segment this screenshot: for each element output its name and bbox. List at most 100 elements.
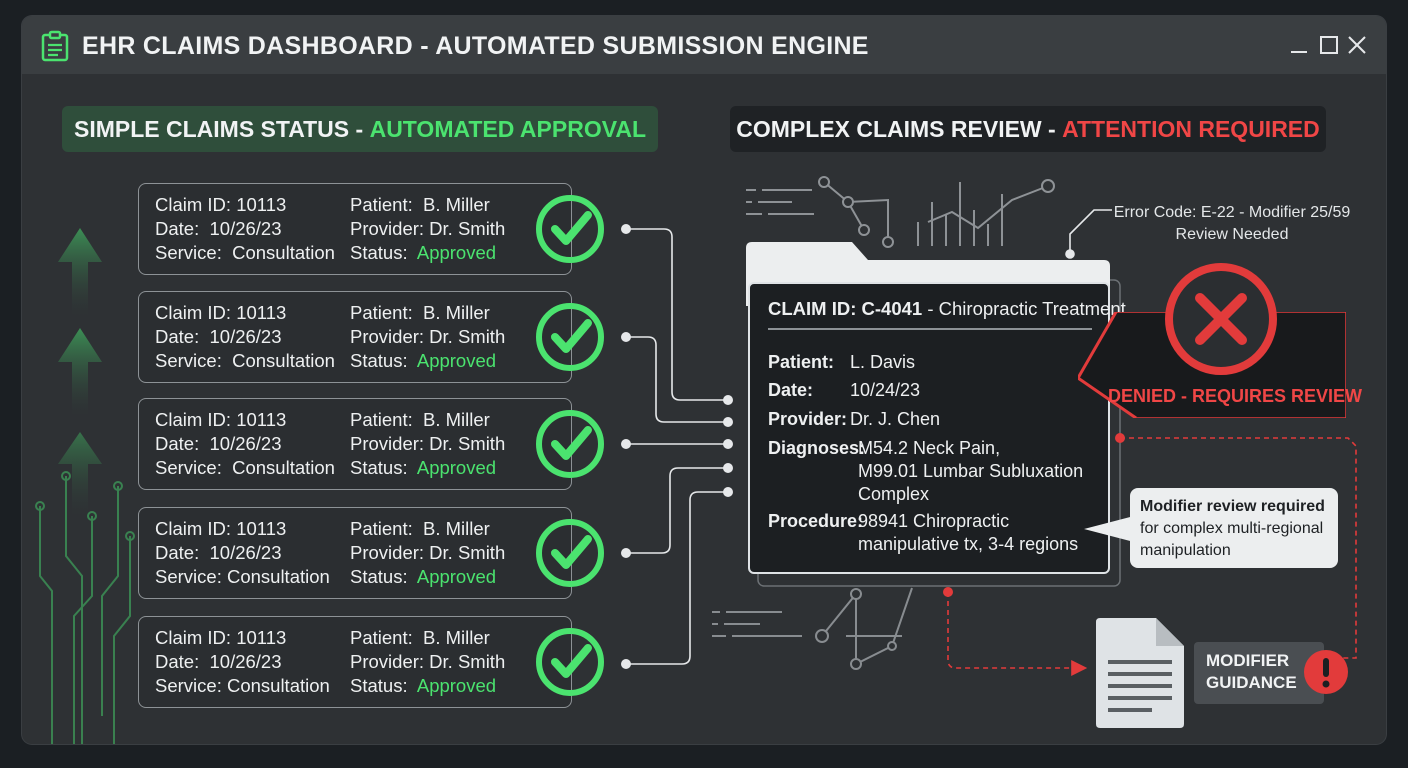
callout-bold: Modifier review required [1140, 498, 1325, 515]
claim-service: Service: Consultation [155, 242, 335, 263]
simple-claims-header: SIMPLE CLAIMS STATUS - AUTOMATED APPROVA… [62, 106, 658, 152]
check-circle-icon [536, 410, 604, 478]
claim-patient: Patient: B. Miller [350, 409, 490, 430]
diagnosis-line: Complex [858, 484, 930, 504]
claim-patient: Patient: B. Miller [350, 627, 490, 648]
provider-value: Dr. J. Chen [850, 409, 941, 429]
claim-provider: Provider: Dr. Smith [350, 218, 506, 239]
status-badge: Approved [416, 675, 497, 696]
guidance-line: MODIFIER [1206, 651, 1290, 670]
patient-label: Patient: [768, 352, 835, 372]
claim-id-heading: CLAIM ID: C-4041 - Chiropractic Treatmen… [768, 298, 1126, 320]
claim-id: CLAIM ID: C-4041 [768, 298, 923, 319]
claim-provider: Provider: Dr. Smith [350, 433, 506, 454]
diagnoses-label: Diagnoses: [768, 438, 866, 458]
clipboard-icon [41, 30, 69, 62]
claim-id: Claim ID: 10113 [155, 627, 287, 648]
denied-status-text: DENIED - REQUIRES REVIEW [1108, 386, 1363, 406]
claim-status: Status: Approved [350, 242, 496, 264]
status-badge: Approved [416, 242, 497, 263]
claim-status: Status: Approved [350, 457, 496, 479]
simple-header-main: SIMPLE CLAIMS STATUS - [73, 115, 370, 142]
claim-date: Date: 10/26/23 [155, 326, 282, 347]
maximize-icon [1320, 36, 1338, 54]
app-window: EHR CLAIMS DASHBOARD - AUTOMATED SUBMISS… [22, 16, 1386, 744]
callout-line: for complex multi-regional [1140, 520, 1324, 537]
claim-id: Claim ID: 10113 [155, 302, 287, 323]
complex-header-accent: ATTENTION REQUIRED [1062, 115, 1320, 142]
diagnosis-line: M99.01 Lumbar Subluxation [858, 461, 1084, 481]
status-label: Status: [350, 675, 408, 696]
minimize-button[interactable] [1288, 34, 1310, 56]
modifier-guidance-button[interactable]: MODIFIER GUIDANCE [1194, 642, 1324, 704]
check-circle-icon [536, 519, 604, 587]
close-icon [1348, 36, 1366, 54]
divider [768, 328, 1092, 330]
claim-status: Status: Approved [350, 350, 496, 372]
patient-value: L. Davis [850, 352, 916, 372]
claim-patient: Patient: B. Miller [350, 302, 490, 323]
claim-id: Claim ID: 10113 [155, 194, 287, 215]
route-dot [1115, 433, 1125, 443]
status-label: Status: [350, 350, 408, 371]
claim-service: Service: Consultation [155, 675, 330, 696]
status-badge: Approved [416, 566, 497, 587]
exclamation-icon [1304, 650, 1348, 694]
data-network-decoration-lower [712, 587, 913, 670]
procedure-line: manipulative tx, 3-4 regions [858, 534, 1079, 554]
complex-claim-card[interactable]: CLAIM ID: C-4041 - Chiropractic Treatmen… [748, 282, 1126, 574]
complex-claims-header: COMPLEX CLAIMS REVIEW - ATTENTION REQUIR… [730, 106, 1326, 152]
upward-arrow-icon [58, 228, 102, 516]
check-circle-icon [536, 628, 604, 696]
guidance-line: GUIDANCE [1206, 673, 1297, 692]
claim-date: Date: 10/26/23 [155, 542, 282, 563]
error-code-note: Error Code: E-22 - Modifier 25/59 Review… [1102, 202, 1362, 246]
claim-id: Claim ID: 10113 [155, 409, 287, 430]
callout-pointer [1084, 516, 1134, 542]
claim-provider: Provider: Dr. Smith [350, 651, 506, 672]
title-bar: EHR CLAIMS DASHBOARD - AUTOMATED SUBMISS… [22, 16, 1386, 74]
claim-id: Claim ID: 10113 [155, 518, 287, 539]
procedure-label: Procedure: [768, 511, 864, 531]
maximize-button[interactable] [1318, 34, 1340, 56]
error-code-line: Review Needed [1175, 226, 1289, 243]
claim-provider: Provider: Dr. Smith [350, 542, 506, 563]
status-badge: Approved [416, 457, 497, 478]
claim-date: Date: 10/26/23 [155, 218, 282, 239]
claim-date: Date: 10/26/23 [155, 433, 282, 454]
document-icon [1096, 618, 1184, 728]
status-badge: Approved [416, 350, 497, 371]
claim-service: Service: Consultation [155, 457, 335, 478]
route-dot [943, 587, 953, 597]
claim-patient: Patient: B. Miller [350, 518, 490, 539]
window-title: EHR CLAIMS DASHBOARD - AUTOMATED SUBMISS… [82, 32, 869, 60]
error-code-line: Error Code: E-22 - Modifier 25/59 [1113, 204, 1351, 221]
claim-status: Status: Approved [350, 675, 496, 697]
check-circle-icon [536, 303, 604, 371]
procedure-line: 98941 Chiropractic [858, 511, 1010, 531]
connector-dot [621, 224, 733, 669]
date-value: 10/24/23 [850, 380, 921, 400]
diagnosis-line: M54.2 Neck Pain, [858, 438, 1001, 458]
minimize-icon [1291, 51, 1307, 53]
claim-service: Service: Consultation [155, 350, 335, 371]
modifier-review-callout: Modifier review required for complex mul… [1130, 488, 1338, 568]
claim-service: Service: Consultation [155, 566, 330, 587]
claim-patient: Patient: B. Miller [350, 194, 490, 215]
provider-label: Provider: [768, 409, 848, 429]
check-circle-icon [536, 195, 604, 263]
date-label: Date: [768, 380, 814, 400]
claim-description: - Chiropractic Treatment [922, 298, 1126, 319]
denied-x-icon [1165, 263, 1277, 375]
claim-connector-lines [626, 228, 728, 665]
simple-header-accent: AUTOMATED APPROVAL [369, 115, 647, 142]
close-button[interactable] [1346, 34, 1368, 56]
complex-header-main: COMPLEX CLAIMS REVIEW - [736, 115, 1063, 142]
data-network-decoration [746, 176, 1055, 248]
claim-status: Status: Approved [350, 566, 496, 588]
